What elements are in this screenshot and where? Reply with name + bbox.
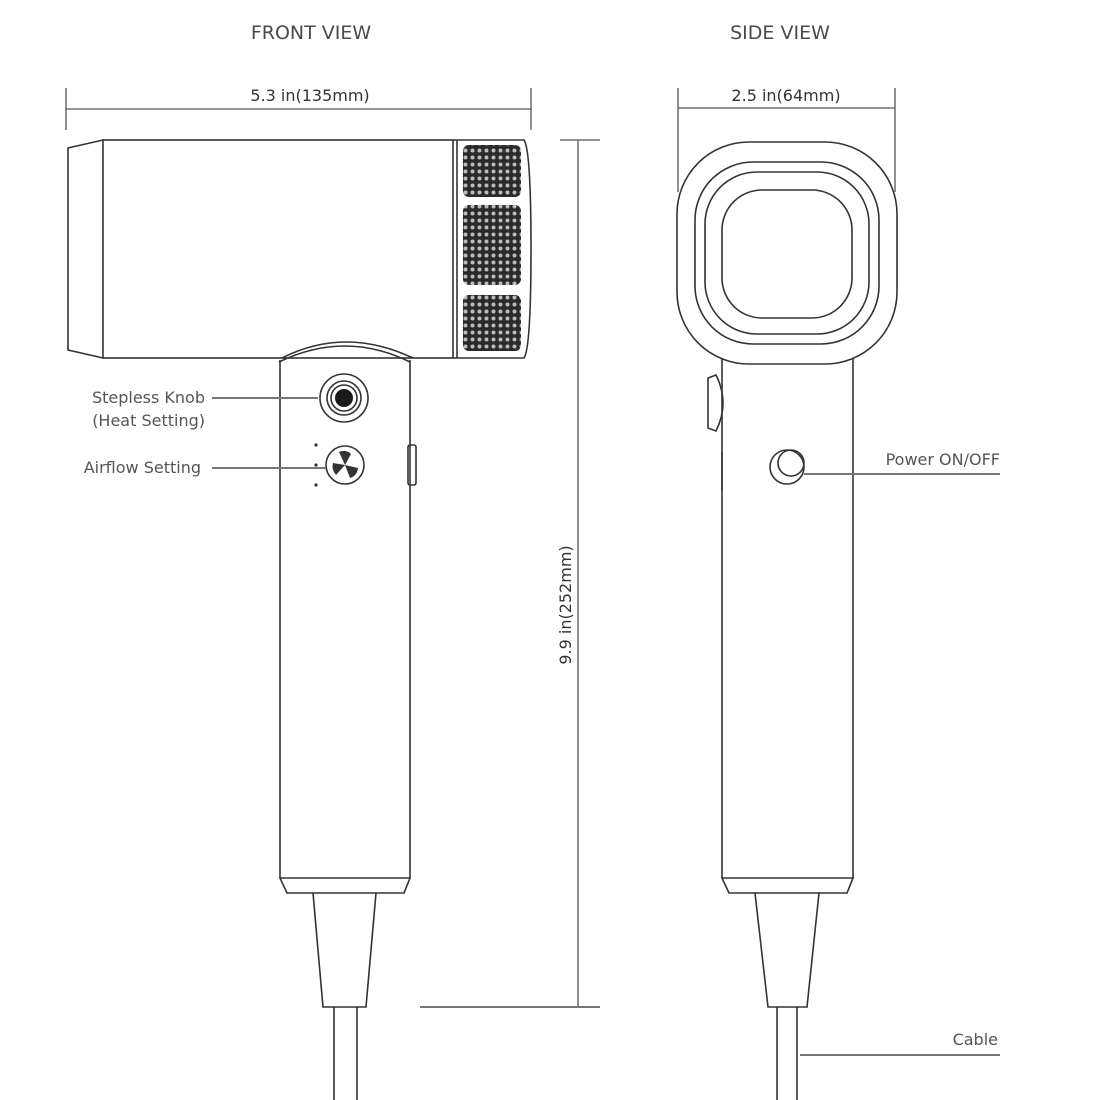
knob-callout: Stepless Knob (Heat Setting) <box>92 388 318 430</box>
side-view-title: SIDE VIEW <box>730 22 830 44</box>
side-knob-profile <box>707 373 724 433</box>
cable-label: Cable <box>953 1030 998 1049</box>
side-width-dimension: 2.5 in(64mm) <box>677 86 896 192</box>
airflow-fan-icon <box>314 443 365 487</box>
front-handle <box>278 341 417 1100</box>
side-switch <box>407 444 417 486</box>
airflow-label: Airflow Setting <box>84 458 201 477</box>
front-dryer-head <box>67 139 532 359</box>
knob-sublabel: (Heat Setting) <box>92 411 205 430</box>
air-outlet-grille <box>463 145 521 351</box>
front-width-dimension: 5.3 in(135mm) <box>65 86 532 130</box>
side-handle <box>707 358 855 1100</box>
power-callout: Power ON/OFF <box>804 450 1000 475</box>
knob-label: Stepless Knob <box>92 388 205 407</box>
side-dryer-head <box>676 141 898 365</box>
airflow-callout: Airflow Setting <box>84 458 326 477</box>
power-label: Power ON/OFF <box>886 450 1000 469</box>
height-dimension: 9.9 in(252mm) <box>420 139 600 1008</box>
side-width-label: 2.5 in(64mm) <box>731 86 840 105</box>
front-width-label: 5.3 in(135mm) <box>250 86 369 105</box>
power-button <box>769 449 805 485</box>
front-view-title: FRONT VIEW <box>251 22 372 44</box>
cable-callout: Cable <box>800 1030 1000 1056</box>
stepless-knob <box>319 373 369 423</box>
height-label: 9.9 in(252mm) <box>556 545 575 664</box>
